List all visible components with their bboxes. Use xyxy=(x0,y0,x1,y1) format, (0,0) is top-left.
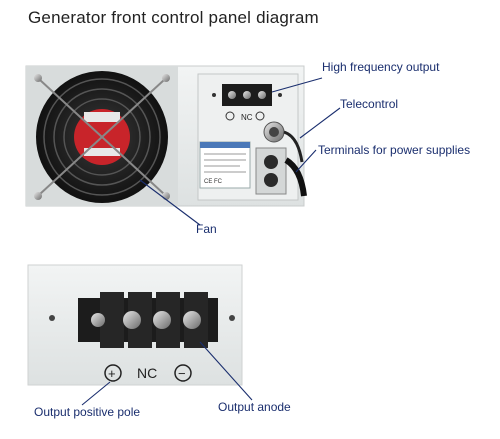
leader-telecontrol xyxy=(299,107,341,139)
leader-output-anode xyxy=(199,341,253,401)
leader-power-terminals xyxy=(295,149,317,173)
power-terminals-icon xyxy=(255,147,307,197)
page-title: Generator front control panel diagram xyxy=(28,8,319,27)
spec-sticker: CE FC xyxy=(199,141,251,189)
high-frequency-terminal-block xyxy=(212,84,282,121)
label-terminals-power-supplies: Terminals for power supplies xyxy=(318,143,471,157)
leader-lines xyxy=(81,77,341,406)
label-output-anode: Output anode xyxy=(218,400,291,414)
telecontrol-connector-icon xyxy=(263,121,304,163)
fan-icon xyxy=(34,71,170,203)
label-fan: Fan xyxy=(196,222,217,236)
ce-marking: CE FC xyxy=(204,179,223,185)
minus-marking: − xyxy=(178,366,186,381)
terminal-closeup-photo: + NC − xyxy=(27,264,243,386)
plus-marking: + xyxy=(108,366,116,381)
leader-fan xyxy=(139,179,201,226)
bottom-nc-marking: NC xyxy=(137,365,157,381)
leader-high-frequency xyxy=(271,77,323,93)
top-nc-marking: NC xyxy=(241,113,253,122)
leader-positive-pole xyxy=(81,381,111,406)
front-panel-photo: NC CE FC xyxy=(25,65,307,207)
label-output-positive-pole: Output positive pole xyxy=(34,405,141,419)
label-high-frequency-output: High frequency output xyxy=(322,60,440,74)
label-telecontrol: Telecontrol xyxy=(340,97,399,111)
